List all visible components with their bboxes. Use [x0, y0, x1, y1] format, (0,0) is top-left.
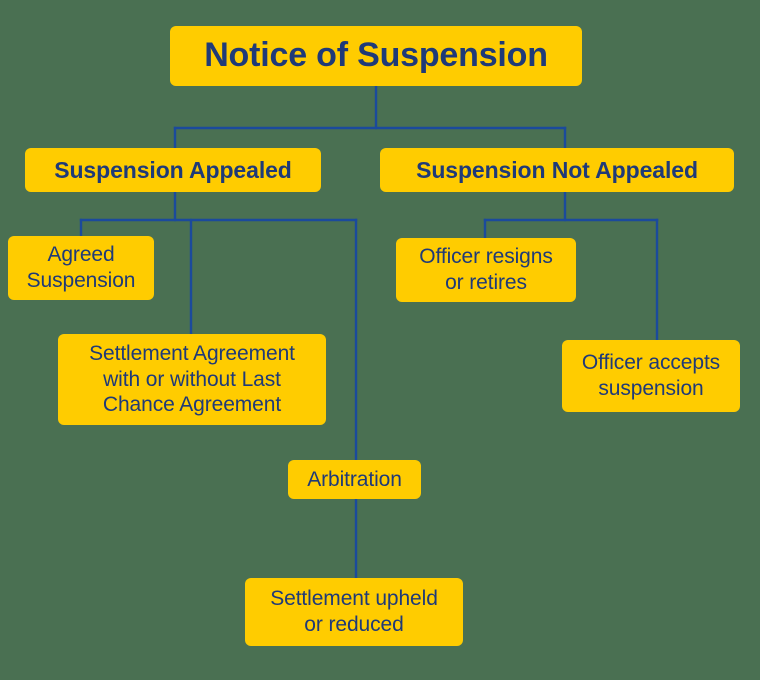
node-appealed[interactable]: Suspension Appealed	[25, 148, 321, 192]
node-label: Arbitration	[307, 467, 402, 491]
node-label: Settlement upheld or reduced	[270, 587, 438, 636]
node-officer-accepts[interactable]: Officer accepts suspension	[562, 340, 740, 412]
node-arbitration[interactable]: Arbitration	[288, 460, 421, 499]
node-label: Officer accepts suspension	[581, 351, 721, 400]
node-label: Officer resigns or retires	[419, 245, 553, 294]
node-label: Settlement Agreement with or without Las…	[89, 342, 295, 417]
node-label: Notice of Suspension	[204, 36, 548, 75]
node-not-appealed[interactable]: Suspension Not Appealed	[380, 148, 734, 192]
node-officer-resigns[interactable]: Officer resigns or retires	[396, 238, 576, 302]
node-settlement-upheld[interactable]: Settlement upheld or reduced	[245, 578, 463, 646]
node-label: Suspension Not Appealed	[416, 156, 698, 183]
node-label: Suspension Appealed	[54, 156, 292, 183]
node-label: Agreed Suspension	[26, 243, 136, 292]
node-notice[interactable]: Notice of Suspension	[170, 26, 582, 86]
node-agreed-suspension[interactable]: Agreed Suspension	[8, 236, 154, 300]
node-settlement-agreement[interactable]: Settlement Agreement with or without Las…	[58, 334, 326, 425]
connector-group	[79, 84, 659, 580]
